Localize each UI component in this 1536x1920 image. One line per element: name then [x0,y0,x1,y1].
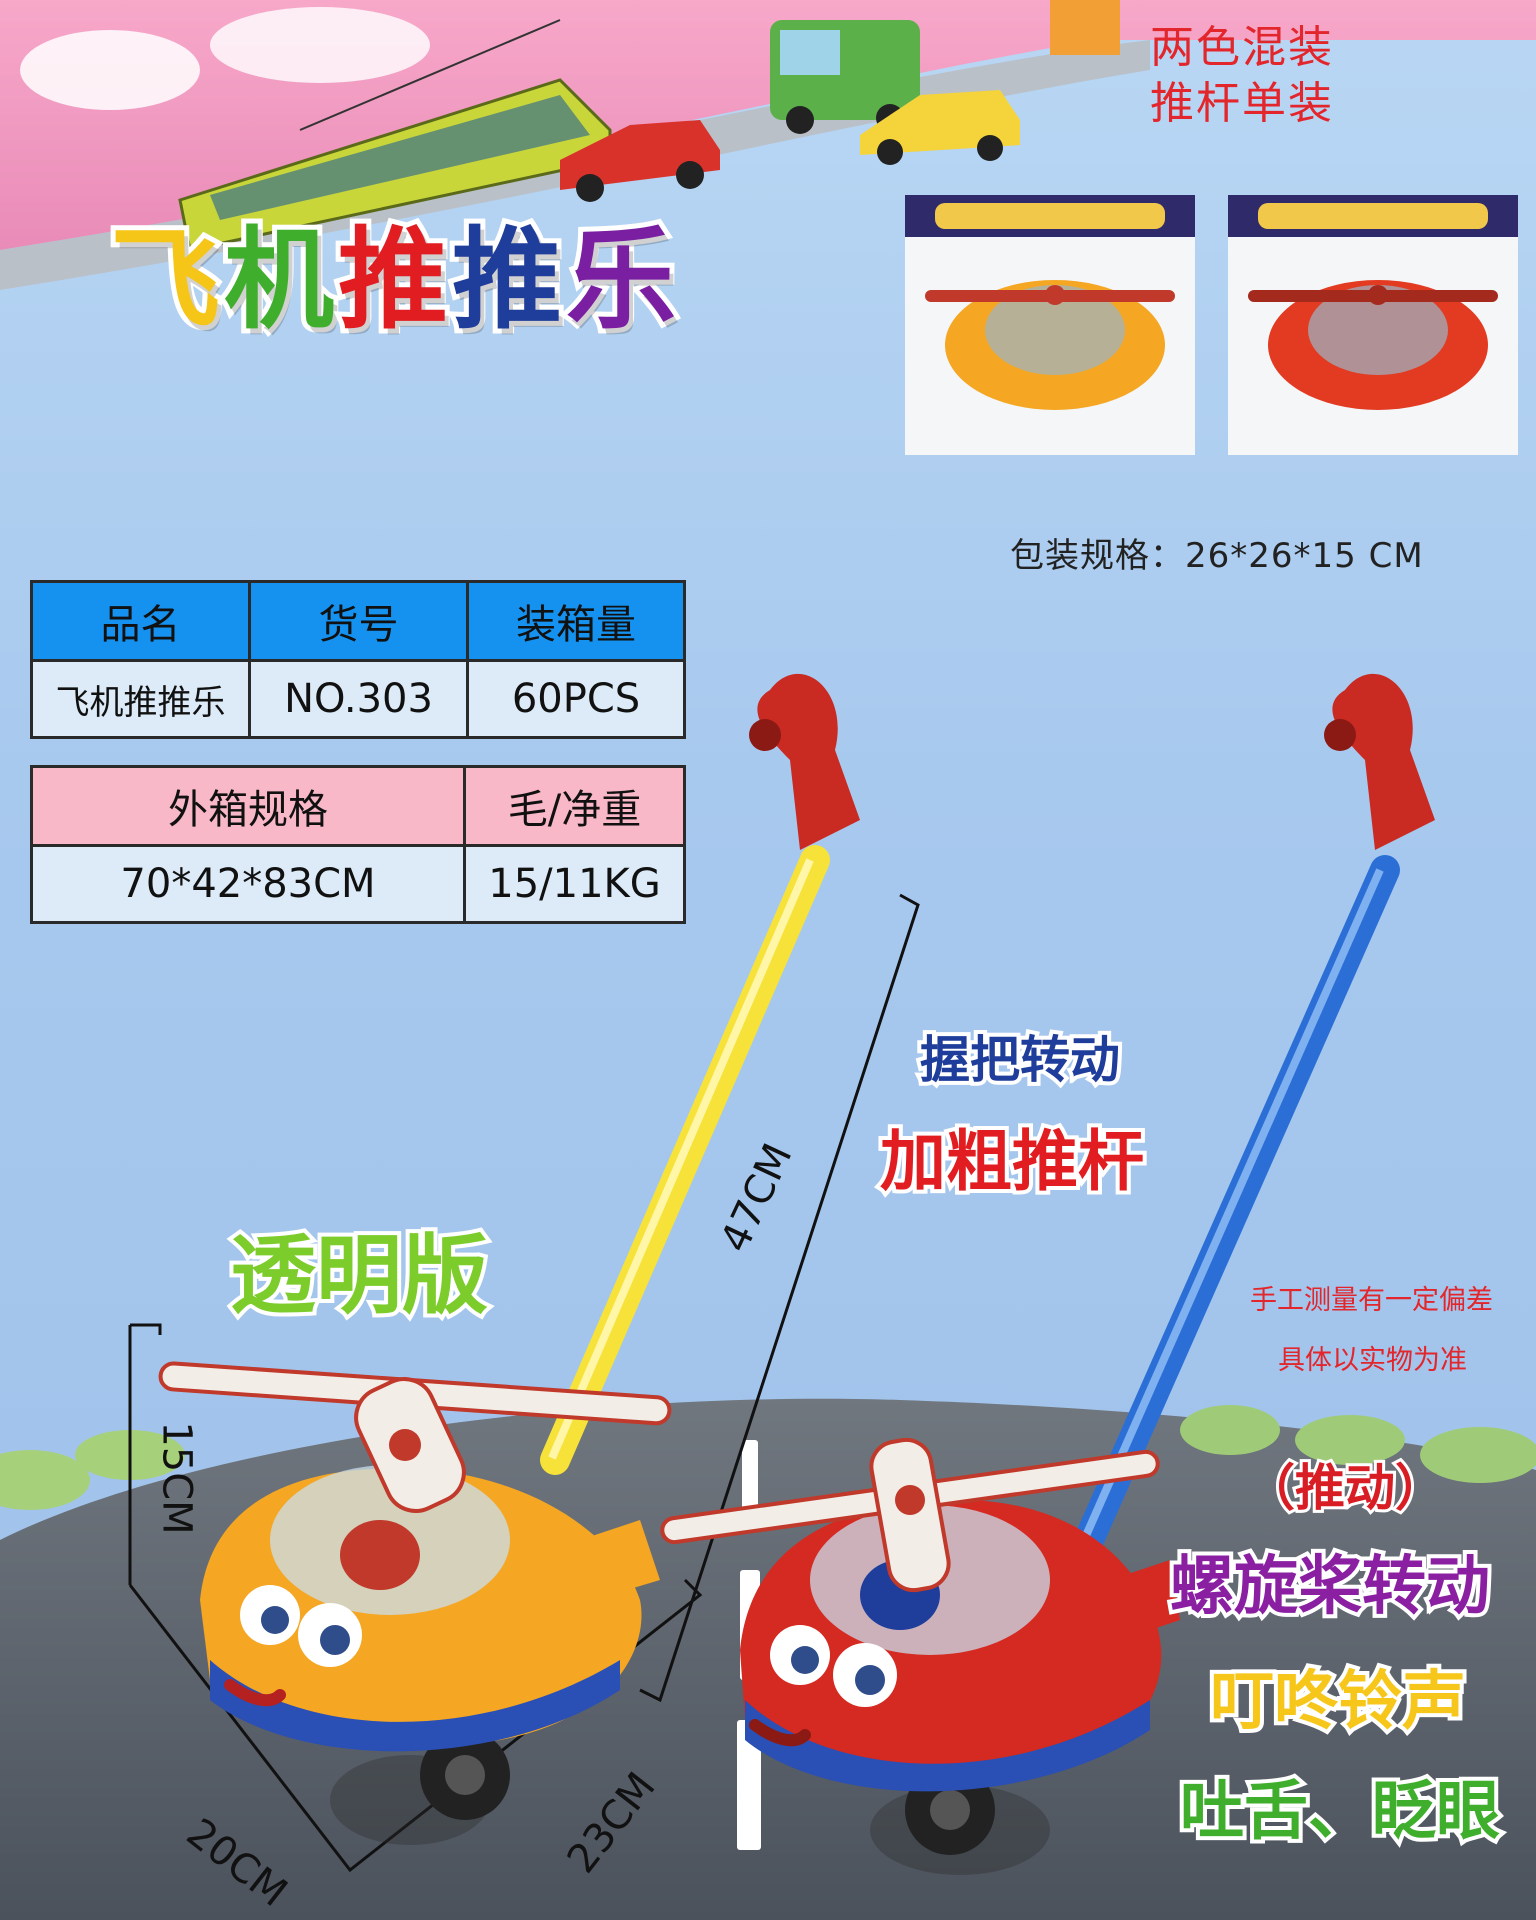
green-truck-illustration [770,20,920,134]
feature-thick-pole: 加粗推杆 [876,1119,1148,1204]
measurement-note-2: 具体以实物为准 [1278,1345,1467,1376]
title-char: 乐 [561,211,681,349]
tree [1420,1427,1536,1483]
cell-product-name: 飞机推推乐 [30,659,251,739]
corner-note-line1: 两色混装 [1150,22,1334,73]
header-product-name: 品名 [30,580,251,662]
spec-table-header-row: 外箱规格 毛/净重 [30,765,686,847]
title-char: 推 [333,211,453,349]
spec-table-basic: 品名 货号 装箱量 飞机推推乐 NO.303 60PCS [30,580,686,739]
feature-tongue-blink: 吐舌、眨眼 [1176,1771,1504,1853]
red-airplane-toy [660,1437,1180,1875]
cell-item-number: NO.303 [248,659,469,739]
spec-table-row: 飞机推推乐 NO.303 60PCS [30,659,686,739]
package-photo-yellow [905,195,1195,455]
cell-carton-size: 70*42*83CM [30,844,466,924]
blue-push-pole [1065,673,1435,1575]
feature-propeller-spin: 螺旋桨转动 [1166,1546,1494,1628]
yellow-airplane-toy [158,1361,672,1845]
spec-table-row: 70*42*83CM 15/11KG [30,844,686,924]
taxi-illustration [860,90,1020,165]
feature-transparent-version: 透明版 [226,1222,492,1330]
header-carton-qty: 装箱量 [466,580,686,662]
feature-bell-sound: 叮咚铃声 [1206,1661,1470,1743]
dimension-depth-label: 15CM [153,1421,200,1535]
packaging-size: 包装规格：26*26*15 CM [1010,536,1424,576]
yellow-push-pole [540,673,860,1475]
cloud [210,7,430,83]
measurement-note-1: 手工测量有一定偏差 [1250,1285,1493,1316]
spec-table-carton: 外箱规格 毛/净重 70*42*83CM 15/11KG [30,765,686,924]
red-car-illustration [560,120,720,202]
corner-note: 两色混装 推杆单装 [1150,20,1334,132]
product-title: 飞机推推乐 [105,190,681,350]
building-illustration [1050,0,1120,55]
title-char: 机 [219,211,339,349]
tree [0,1450,90,1510]
package-photo-red [1228,195,1518,455]
header-carton-size: 外箱规格 [30,765,466,847]
cell-weight: 15/11KG [463,844,686,924]
tree [1295,1415,1405,1465]
title-char: 飞 [105,211,225,349]
header-weight: 毛/净重 [463,765,686,847]
header-item-number: 货号 [248,580,469,662]
spec-table-header-row: 品名 货号 装箱量 [30,580,686,662]
tree [1180,1405,1280,1455]
cloud [20,30,200,110]
feature-push: （推动） [1242,1456,1448,1520]
cell-carton-qty: 60PCS [466,659,686,739]
title-char: 推 [447,211,567,349]
corner-note-line2: 推杆单装 [1150,78,1334,129]
feature-rotating-grip: 握把转动 [916,1027,1124,1093]
